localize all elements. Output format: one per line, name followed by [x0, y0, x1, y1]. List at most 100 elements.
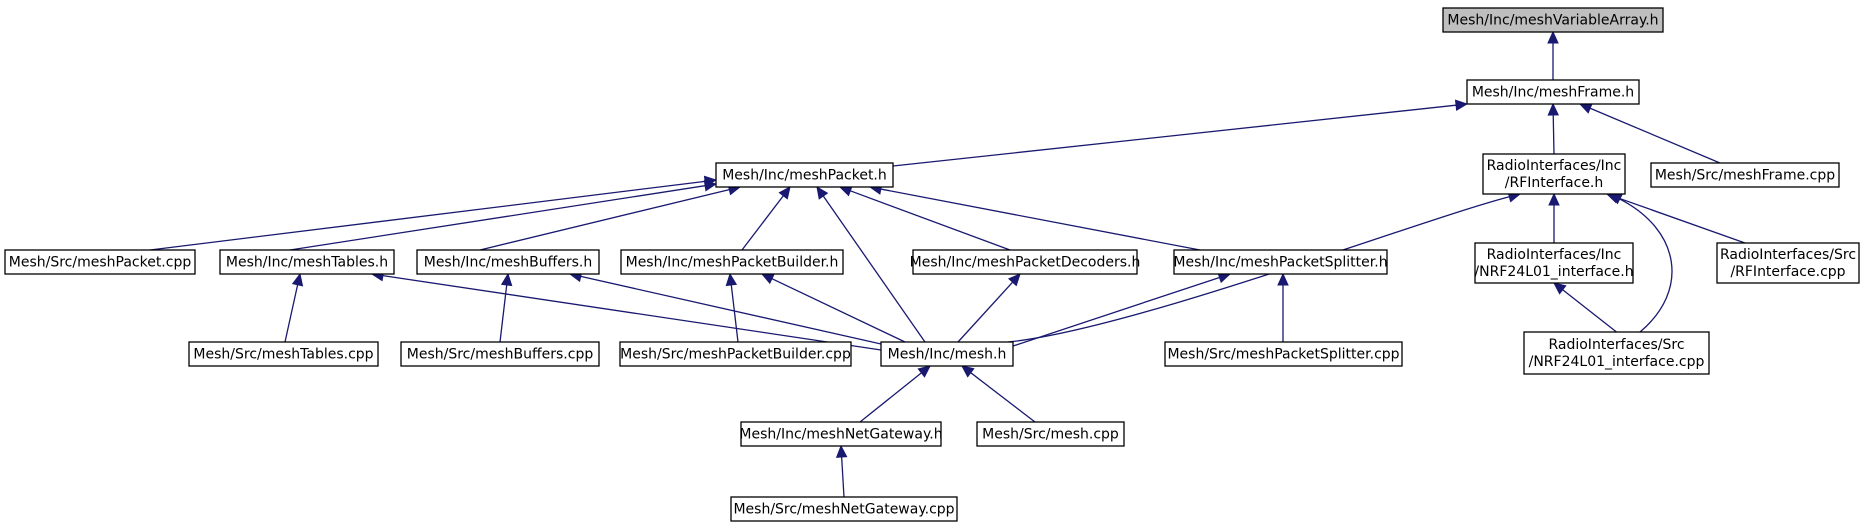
node-box[interactable] — [4, 249, 196, 275]
edge-line — [892, 104, 1457, 167]
edge-mesh-to-tables — [370, 269, 882, 351]
edge-line — [850, 190, 1011, 251]
arrowhead — [703, 180, 718, 192]
node-box[interactable] — [1523, 331, 1710, 375]
node-box[interactable] — [400, 341, 600, 367]
edge-line — [580, 275, 891, 347]
arrowhead — [1277, 272, 1289, 286]
edge-meshCpp-to-mesh — [961, 365, 1036, 423]
node-label: Mesh/Src/meshBuffers.cpp — [407, 347, 594, 363]
arrowhead — [291, 272, 304, 287]
node-rfinterface[interactable]: RadioInterfaces/Inc/RFInterface.h — [1482, 153, 1626, 195]
node-label: Mesh/Inc/meshPacketSplitter.h — [1173, 255, 1387, 271]
node-box[interactable] — [1482, 153, 1626, 195]
node-box[interactable] — [416, 249, 600, 275]
edge-packetBuilder-to-packet — [741, 186, 791, 251]
node-packetBuilder[interactable]: Mesh/Inc/meshPacketBuilder.h — [620, 249, 844, 275]
edge-line — [730, 284, 739, 343]
edge-buffers-to-packet — [479, 184, 742, 251]
node-buffersCpp[interactable]: Mesh/Src/meshBuffers.cpp — [400, 341, 600, 367]
edge-mesh-to-packetBuilder — [760, 273, 906, 343]
node-box[interactable] — [620, 249, 844, 275]
node-label: Mesh/Inc/mesh.h — [888, 347, 1007, 363]
node-frame[interactable]: Mesh/Inc/meshFrame.h — [1466, 79, 1640, 105]
node-box[interactable] — [1466, 79, 1640, 105]
node-box[interactable] — [1650, 162, 1840, 188]
node-label: /NRF24L01_interface.h — [1474, 264, 1633, 280]
node-box[interactable] — [912, 249, 1138, 275]
node-packetDecoders[interactable]: Mesh/Inc/meshPacketDecoders.h — [910, 249, 1141, 275]
node-label: Mesh/Inc/meshPacketBuilder.h — [626, 255, 839, 271]
node-packetCpp[interactable]: Mesh/Src/meshPacket.cpp — [4, 249, 196, 275]
node-label: Mesh/Inc/meshVariableArray.h — [1447, 13, 1658, 29]
node-mesh[interactable]: Mesh/Inc/mesh.h — [880, 341, 1014, 367]
node-label: Mesh/Src/meshPacketBuilder.cpp — [620, 347, 851, 363]
node-box[interactable] — [1442, 7, 1664, 33]
node-packet[interactable]: Mesh/Inc/meshPacket.h — [715, 162, 894, 188]
node-packetSplitterCpp[interactable]: Mesh/Src/meshPacketSplitter.cpp — [1164, 341, 1403, 367]
edge-line — [479, 188, 730, 251]
node-buffers[interactable]: Mesh/Inc/meshBuffers.h — [416, 249, 600, 275]
arrowhead — [778, 186, 791, 200]
arrowhead — [917, 365, 931, 378]
edge-mesh-to-packetSplitter — [1012, 272, 1232, 347]
edge-nrfInterfaceCpp-to-nrfInterface — [1553, 282, 1617, 333]
node-rfinterfaceCpp[interactable]: RadioInterfaces/Src/RFInterface.cpp — [1716, 242, 1860, 284]
node-tablesCpp[interactable]: Mesh/Src/meshTables.cpp — [188, 341, 379, 367]
edge-packetDecoders-to-packet — [838, 185, 1011, 251]
node-box[interactable] — [188, 341, 379, 367]
node-box[interactable] — [619, 341, 852, 367]
node-box[interactable] — [880, 341, 1014, 367]
arrowhead — [835, 444, 848, 458]
node-box[interactable] — [976, 421, 1125, 447]
node-box[interactable] — [740, 421, 942, 447]
edge-frame-to-variableArray — [1547, 30, 1559, 80]
node-meshCpp[interactable]: Mesh/Src/mesh.cpp — [976, 421, 1125, 447]
node-nrfInterface[interactable]: RadioInterfaces/Inc/NRF24L01_interface.h — [1474, 242, 1634, 284]
node-box[interactable] — [1716, 242, 1860, 284]
edge-line — [822, 195, 926, 343]
node-label: RadioInterfaces/Src — [1548, 337, 1684, 353]
edges-layer — [149, 30, 1746, 498]
arrowhead — [760, 273, 775, 285]
node-variableArray[interactable]: Mesh/Inc/meshVariableArray.h — [1442, 7, 1664, 33]
node-label: Mesh/Src/meshNetGateway.cpp — [733, 502, 954, 518]
node-label: Mesh/Src/meshTables.cpp — [193, 347, 373, 363]
node-nrfInterfaceCpp[interactable]: RadioInterfaces/Src/NRF24L01_interface.c… — [1523, 331, 1710, 375]
edge-line — [284, 284, 299, 343]
node-box[interactable] — [730, 496, 958, 522]
edge-line — [957, 281, 1014, 343]
node-label: Mesh/Inc/meshNetGateway.h — [739, 427, 942, 443]
arrowhead — [1547, 30, 1559, 44]
edge-line — [880, 188, 1201, 251]
node-box[interactable] — [715, 162, 894, 188]
edge-packetBuilderCpp-to-packetBuilder — [725, 272, 739, 343]
arrowhead — [725, 272, 738, 287]
node-tables[interactable]: Mesh/Inc/meshTables.h — [219, 249, 395, 275]
edge-line — [382, 274, 882, 351]
edge-tablesCpp-to-tables — [284, 272, 304, 343]
node-netGateway[interactable]: Mesh/Inc/meshNetGateway.h — [739, 421, 943, 447]
node-frameCpp[interactable]: Mesh/Src/meshFrame.cpp — [1650, 162, 1840, 188]
edge-line — [859, 372, 922, 423]
node-label: Mesh/Src/meshFrame.cpp — [1655, 168, 1835, 184]
node-box[interactable] — [1474, 242, 1634, 284]
node-box[interactable] — [219, 249, 395, 275]
edge-line — [1619, 198, 1673, 333]
node-label: RadioInterfaces/Inc — [1487, 247, 1622, 263]
node-packetSplitter[interactable]: Mesh/Inc/meshPacketSplitter.h — [1173, 249, 1388, 275]
node-label: Mesh/Src/mesh.cpp — [982, 427, 1119, 443]
edge-line — [970, 372, 1036, 423]
node-box[interactable] — [1173, 249, 1388, 275]
node-box[interactable] — [1164, 341, 1403, 367]
edge-line — [289, 185, 706, 251]
node-label: RadioInterfaces/Src — [1720, 247, 1856, 263]
node-label: RadioInterfaces/Inc — [1487, 158, 1622, 174]
edge-packetSplitterCpp-to-packetSplitter — [1277, 272, 1289, 342]
arrowhead — [1007, 273, 1021, 287]
edge-line — [741, 195, 784, 251]
node-packetBuilderCpp[interactable]: Mesh/Src/meshPacketBuilder.cpp — [619, 341, 852, 367]
node-netGatewayCpp[interactable]: Mesh/Src/meshNetGateway.cpp — [730, 496, 958, 522]
arrowhead — [961, 365, 975, 378]
